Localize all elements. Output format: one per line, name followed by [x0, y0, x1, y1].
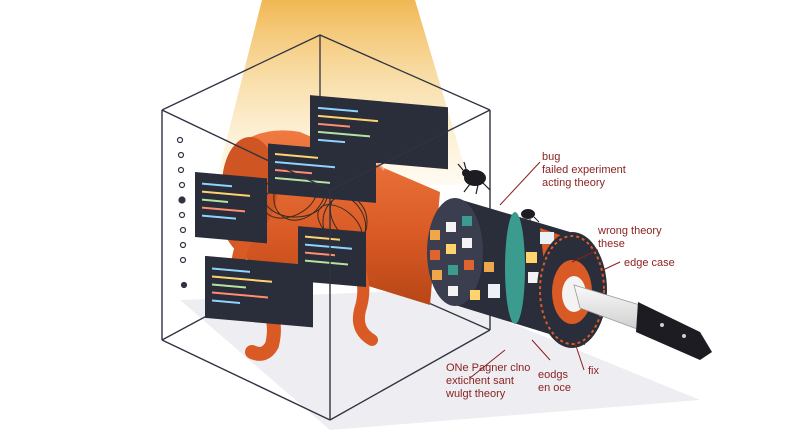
leader-lines: [469, 161, 621, 379]
label-one-pagner: ONe Pagner clno: [446, 362, 531, 374]
label-group-bottom-mid: eodgs en oce: [538, 369, 571, 395]
glass-box-front: [161, 109, 491, 421]
label-failed-experiment: failed experiment: [542, 164, 626, 176]
label-wrong-theory: wrong theory: [598, 225, 662, 237]
code-panel-upper: [268, 143, 376, 203]
cylinder-tiles: [430, 216, 554, 300]
label-wulgt-theory: wulgt theory: [446, 388, 506, 400]
bug-icon: [457, 161, 491, 195]
left-edge-markers: [176, 136, 188, 289]
label-edge-case: edge case: [624, 257, 675, 269]
code-panel-bottom: [205, 255, 313, 328]
label-bug: bug: [542, 151, 561, 163]
label-group-top-right: bug failed experiment acting theory: [542, 151, 626, 190]
label-en-oce: en oce: [538, 382, 572, 394]
label-extichent: extichent sant: [446, 375, 514, 387]
label-group-middle-right: wrong theory these: [598, 225, 662, 251]
label-group-bottom-left: ONe Pagner clno extichent sant wulgt the…: [446, 362, 530, 401]
label-acting-theory: acting theory: [542, 177, 605, 189]
label-these: these: [598, 238, 625, 250]
knife-icon: [573, 284, 712, 360]
label-eodgs: eodgs: [538, 369, 568, 381]
code-panel-left: [195, 172, 267, 244]
label-fix: fix: [588, 365, 599, 377]
code-panel-center: [298, 226, 366, 288]
